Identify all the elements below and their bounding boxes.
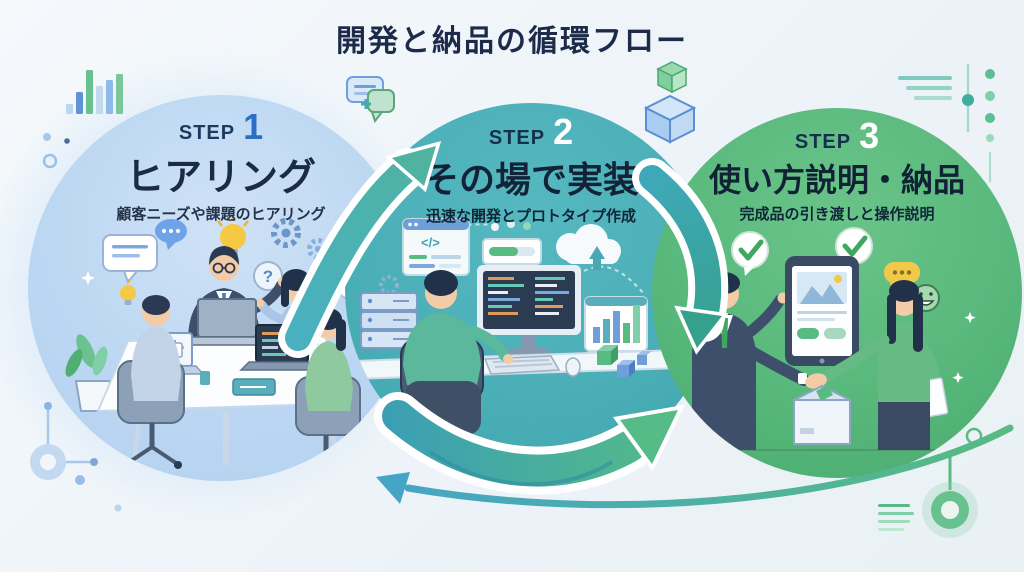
- svg-text:</>: </>: [421, 235, 440, 250]
- handover-handshake-scene: [692, 227, 982, 451]
- gear-icon: [271, 218, 329, 260]
- step-label: STEP: [794, 131, 852, 153]
- code-window-icon: </>: [402, 218, 470, 276]
- dashed-connector: [576, 265, 646, 296]
- step3-label-line: STEP 3: [652, 118, 1022, 154]
- step-label: STEP: [488, 127, 546, 149]
- cloud-upload-icon: [556, 224, 621, 270]
- step1-label-line: STEP 1: [28, 109, 414, 145]
- step-number: 1: [243, 106, 264, 147]
- step2-label-line: STEP 2: [345, 114, 717, 150]
- package-box-icon: [793, 384, 851, 445]
- step-number: 3: [859, 115, 880, 156]
- chart-window-icon: [584, 296, 648, 352]
- dots-row: [491, 220, 531, 231]
- sparkle-icon: [81, 271, 95, 285]
- check-bubble-icon: [731, 231, 769, 276]
- cubes-icon: [597, 345, 652, 377]
- step2-header: STEP 2 その場で実装 迅速な開発とプロトタイプ作成: [345, 103, 717, 226]
- step2-heading: その場で実装: [422, 159, 639, 200]
- step-label: STEP: [178, 122, 236, 144]
- step3-circle: STEP 3 使い方説明・納品 完成品の引き渡しと操作説明: [652, 108, 1022, 478]
- keyboard-icon: [483, 355, 561, 375]
- tablet-app-icon: [785, 256, 859, 366]
- step3-header: STEP 3 使い方説明・納品 完成品の引き渡しと操作説明: [652, 108, 1022, 224]
- monitor-code-screen: [477, 265, 581, 357]
- step-number: 2: [553, 111, 574, 152]
- lightbulb-small-icon: [120, 279, 136, 305]
- step3-heading: 使い方説明・納品: [708, 162, 965, 198]
- person-man-back-left: [117, 295, 185, 469]
- dots-bubble-icon: [155, 219, 187, 250]
- step2-description: 迅速な開発とプロトタイプ作成: [425, 208, 636, 225]
- mouse-icon: [565, 357, 581, 377]
- handshake: [798, 373, 827, 389]
- page-title: 開発と納品の循環フロー: [336, 25, 688, 58]
- progress-window-icon: [482, 238, 542, 265]
- svg-text:?: ?: [263, 267, 273, 286]
- step1-description: 顧客ニーズや課題のヒアリング: [116, 206, 326, 223]
- list-lines-top-right: [898, 76, 952, 100]
- step3-description: 完成品の引き渡しと操作説明: [739, 206, 935, 223]
- speech-bubble-icon: [102, 234, 158, 284]
